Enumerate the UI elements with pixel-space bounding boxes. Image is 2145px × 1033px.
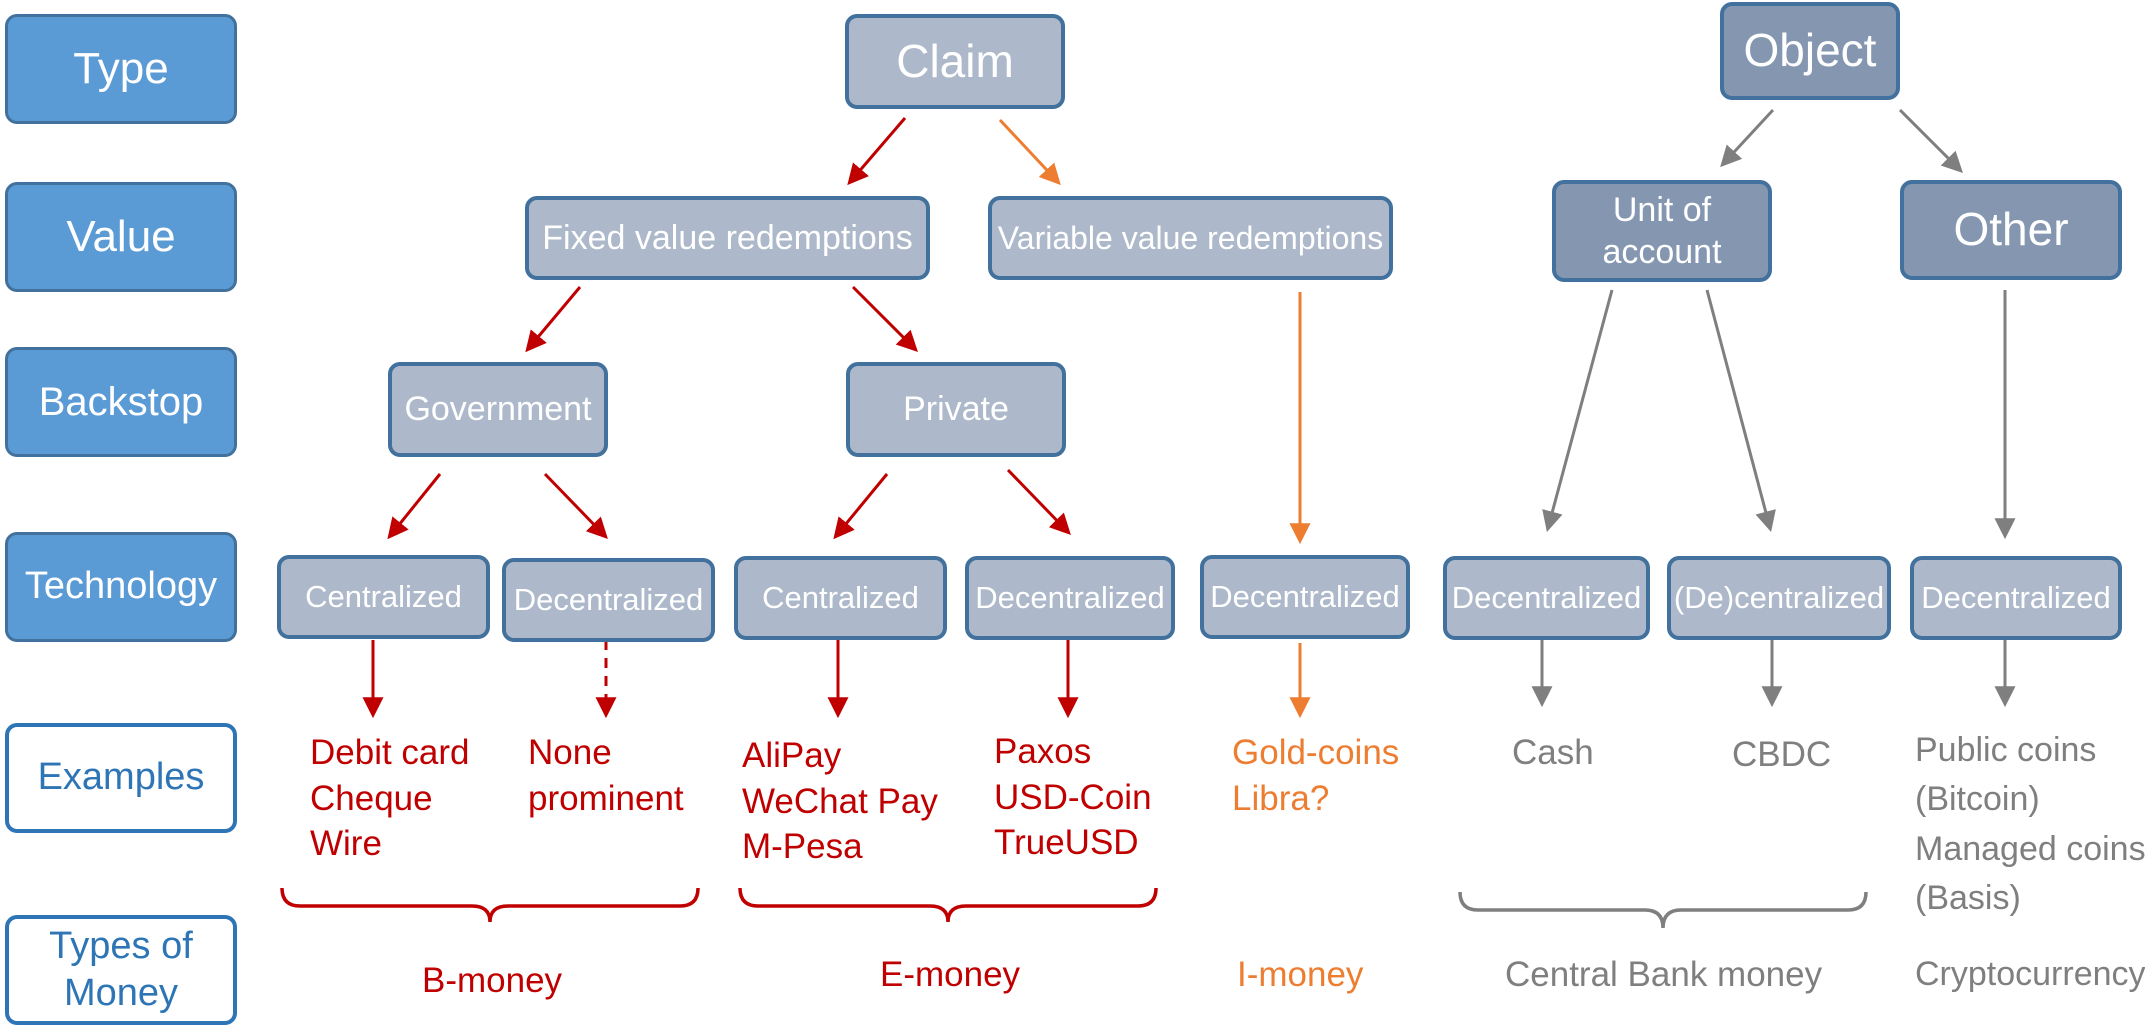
- examples-priv-centralized: AliPay WeChat Pay M-Pesa: [742, 733, 938, 870]
- example-item: Public coins: [1915, 731, 2097, 769]
- node-tech-cbdc-text: (De)centralized: [1673, 580, 1885, 616]
- money-type-e-money: E-money: [880, 955, 1021, 994]
- arrow-unit-to-cash: [1542, 289, 1614, 533]
- node-tech-variable-decentralized-text: Decentralized: [1210, 579, 1400, 615]
- node-tech-priv-decentralized: Decentralized: [965, 556, 1175, 640]
- arrow-object-to-unit: [1720, 108, 1775, 168]
- example-item: AliPay: [742, 736, 842, 775]
- example-item: Managed coins: [1915, 829, 2145, 868]
- node-fixed-value-text: Fixed value redemptions: [542, 218, 913, 257]
- node-tech-priv-centralized: Centralized: [734, 556, 947, 640]
- node-private: Private: [846, 362, 1066, 457]
- arrow-gov-to-decentralized: [543, 472, 608, 540]
- row-label-value-text: Value: [66, 211, 176, 261]
- brace-e-money: [738, 887, 1158, 923]
- node-government: Government: [388, 362, 608, 457]
- examples-gov-centralized: Debit card Cheque Wire: [310, 730, 470, 867]
- row-label-technology-text: Technology: [24, 565, 218, 608]
- examples-variable: Gold-coins Libra?: [1232, 730, 1399, 821]
- node-tech-other: Decentralized: [1910, 556, 2122, 640]
- node-tech-variable-decentralized: Decentralized: [1200, 555, 1410, 639]
- node-variable-value-text: Variable value redemptions: [997, 219, 1384, 256]
- row-label-type-text: Type: [73, 43, 169, 93]
- row-label-backstop: Backstop: [5, 347, 237, 457]
- node-other: Other: [1900, 180, 2122, 280]
- row-label-types-of-money-line2: Money: [63, 972, 179, 1014]
- node-tech-gov-decentralized: Decentralized: [502, 558, 715, 642]
- arrow-gov-to-centralized: [387, 473, 442, 540]
- money-type-i-money: I-money: [1237, 955, 1364, 994]
- node-tech-cash: Decentralized: [1443, 556, 1650, 640]
- examples-cbdc: CBDC: [1732, 732, 1831, 778]
- arrow-object-to-other: [1898, 108, 1963, 173]
- node-government-text: Government: [404, 390, 592, 429]
- example-item: Debit card: [310, 733, 470, 772]
- example-item: WeChat Pay: [742, 781, 938, 821]
- money-type-cryptocurrency: Cryptocurrency: [1915, 955, 2145, 993]
- example-item: Paxos: [994, 732, 1092, 771]
- example-item: TrueUSD: [994, 823, 1139, 862]
- brace-b-money: [280, 887, 700, 923]
- node-object: Object: [1720, 2, 1900, 100]
- example-item: None: [528, 733, 612, 772]
- node-fixed-value: Fixed value redemptions: [525, 196, 930, 280]
- example-item: CBDC: [1732, 735, 1832, 774]
- example-item: Wire: [310, 824, 382, 863]
- node-tech-gov-decentralized-text: Decentralized: [513, 582, 704, 618]
- node-unit-of-account-line1: Unit of: [1612, 190, 1712, 229]
- row-label-backstop-text: Backstop: [38, 380, 204, 424]
- example-item: USD-Coin: [994, 777, 1152, 817]
- row-label-types-of-money-line1: Types of: [49, 924, 193, 967]
- node-unit-of-account: Unit of account: [1552, 180, 1772, 282]
- examples-other: Public coins (Bitcoin) Managed coins (Ba…: [1915, 726, 2145, 923]
- arrow-priv-to-decentralized: [1006, 468, 1071, 536]
- node-claim: Claim: [845, 14, 1065, 109]
- row-label-examples: Examples: [5, 723, 237, 833]
- example-item: (Basis): [1915, 878, 2021, 917]
- node-other-text: Other: [1953, 203, 2069, 256]
- example-item: (Bitcoin): [1915, 780, 2040, 819]
- node-tech-cash-text: Decentralized: [1451, 580, 1642, 616]
- money-type-b-money: B-money: [422, 961, 563, 1000]
- row-label-technology: Technology: [5, 532, 237, 642]
- examples-gov-decentralized: None prominent: [528, 730, 684, 821]
- examples-priv-decentralized: Paxos USD-Coin TrueUSD: [994, 729, 1152, 866]
- row-label-examples-text: Examples: [37, 756, 205, 799]
- row-label-value: Value: [5, 182, 237, 292]
- row-label-type: Type: [5, 14, 237, 124]
- node-tech-priv-centralized-text: Centralized: [762, 580, 919, 616]
- node-tech-cbdc: (De)centralized: [1667, 556, 1891, 640]
- arrow-fixed-to-government: [525, 286, 582, 353]
- arrow-fixed-to-private: [851, 285, 918, 352]
- node-tech-other-text: Decentralized: [1921, 580, 2111, 616]
- node-tech-priv-decentralized-text: Decentralized: [975, 580, 1165, 616]
- brace-central-bank-money: [1458, 891, 1868, 929]
- example-item: Cheque: [310, 778, 433, 818]
- example-item: Cash: [1512, 733, 1594, 772]
- arrow-priv-to-centralized: [833, 473, 889, 540]
- node-claim-text: Claim: [896, 34, 1014, 87]
- example-item: M-Pesa: [742, 827, 863, 866]
- node-private-text: Private: [903, 390, 1009, 429]
- node-unit-of-account-line2: account: [1602, 233, 1722, 271]
- arrow-claim-to-variable: [998, 118, 1061, 186]
- example-item: prominent: [528, 778, 684, 818]
- node-variable-value: Variable value redemptions: [988, 196, 1393, 280]
- example-item: Gold-coins: [1232, 733, 1400, 772]
- example-item: Libra?: [1232, 778, 1330, 818]
- node-object-text: Object: [1743, 24, 1877, 77]
- arrow-unit-to-cbdc: [1705, 289, 1776, 533]
- node-tech-gov-centralized-text: Centralized: [305, 579, 462, 615]
- examples-cash: Cash: [1512, 730, 1594, 776]
- money-type-central-bank-money: Central Bank money: [1505, 955, 1823, 994]
- arrow-claim-to-fixed: [847, 117, 907, 186]
- node-tech-gov-centralized: Centralized: [277, 555, 490, 639]
- row-label-types-of-money: Types of Money: [5, 915, 237, 1025]
